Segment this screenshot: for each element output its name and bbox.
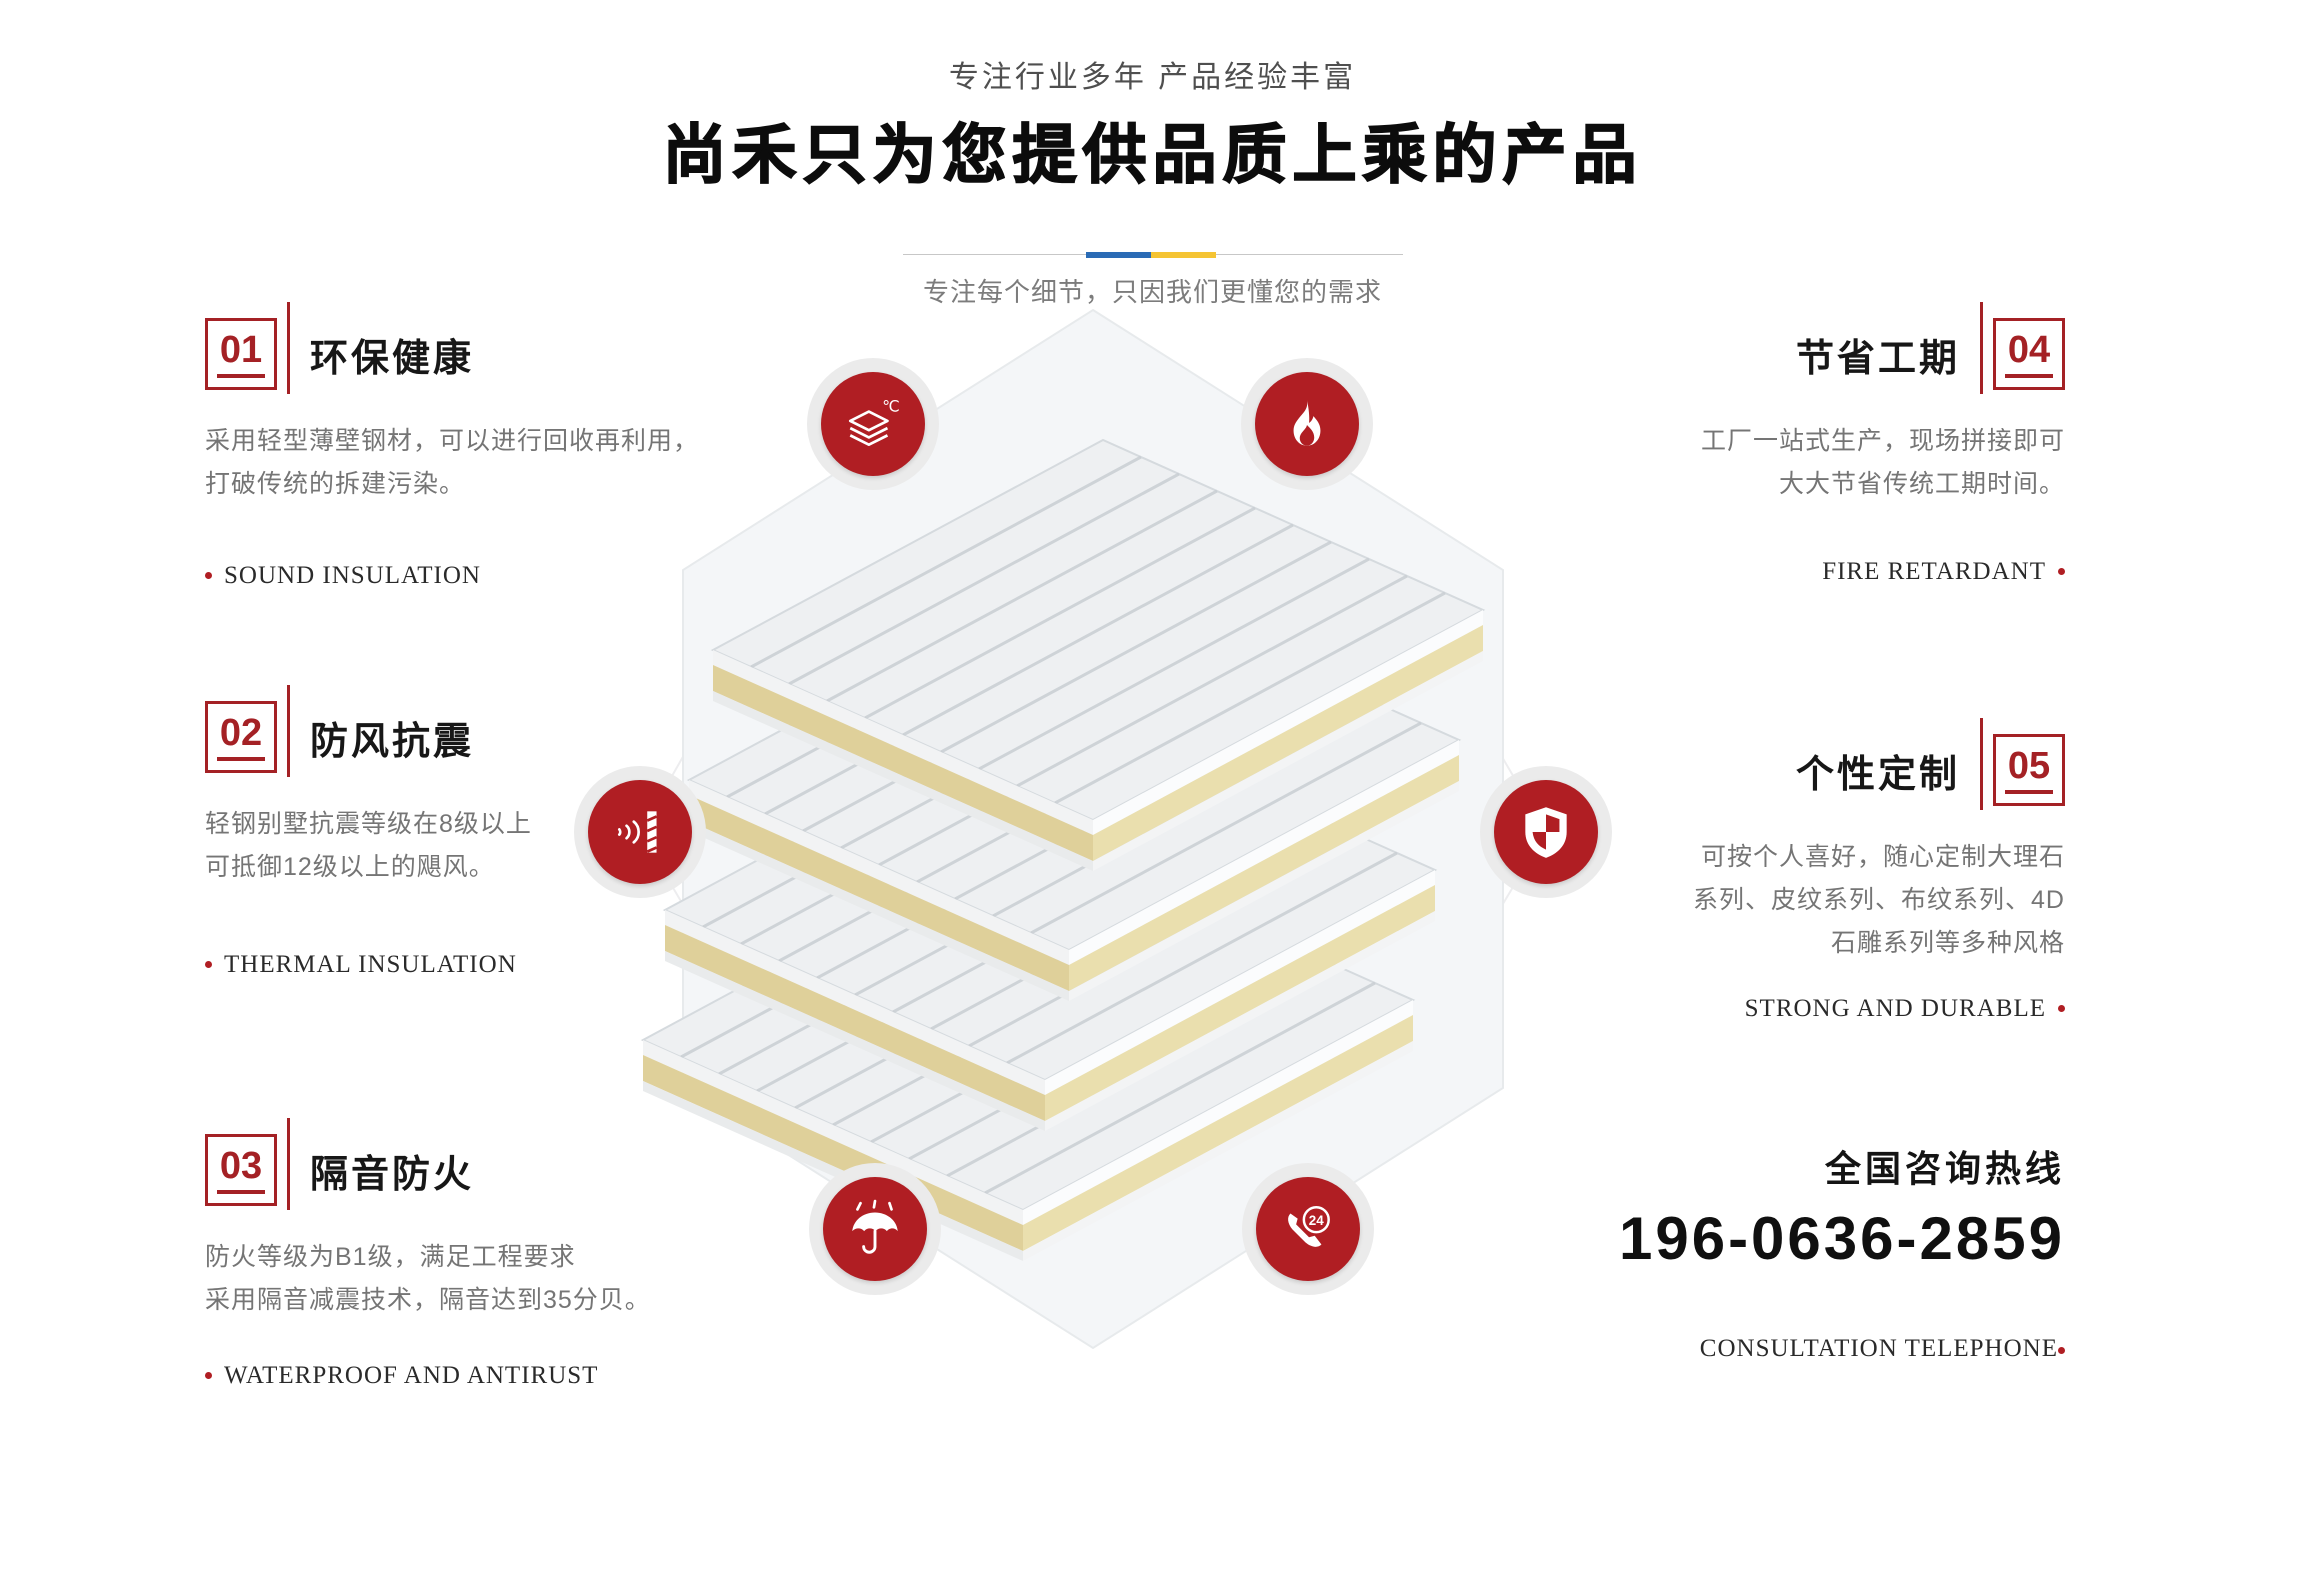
tag-dot-icon xyxy=(205,571,212,579)
feature-wind-quake: 02 防风抗震 轻钢别墅抗震等级在8级以上 可抵御12级以上的飓风。 THERM… xyxy=(205,685,765,979)
desc-line: 采用轻型薄壁钢材，可以进行回收再利用， xyxy=(205,427,700,455)
accent-line xyxy=(287,685,290,777)
desc-line: 大大节省传统工期时间。 xyxy=(1778,470,2065,498)
divider-blue-segment xyxy=(1085,252,1151,258)
desc-line: 系列、皮纹系列、布纹系列、4D xyxy=(1693,886,2065,914)
desc-line: 防火等级为B1级，满足工程要求 xyxy=(205,1243,576,1271)
desc-line: 工厂一站式生产，现场拼接即可 xyxy=(1700,427,2065,455)
feature-title: 防风抗震 xyxy=(310,720,475,763)
divider-yellow-segment xyxy=(1150,252,1216,258)
feature-number-badge: 03 xyxy=(205,1134,277,1206)
tag-dot-icon xyxy=(2058,567,2065,575)
feature-number-badge: 02 xyxy=(205,701,277,773)
desc-line: 可抵御12级以上的飓风。 xyxy=(205,853,495,881)
feature-tag: THERMAL INSULATION xyxy=(205,951,765,979)
feature-number: 03 xyxy=(216,1147,266,1194)
feature-description: 防火等级为B1级，满足工程要求 采用隔音减震技术，隔音达到35分贝。 xyxy=(205,1236,765,1322)
thermal-layers-icon: ℃ xyxy=(807,358,939,490)
tag-dot-icon xyxy=(205,960,212,968)
title-divider xyxy=(902,252,1403,258)
feature-number-badge: 04 xyxy=(1993,318,2065,390)
feature-title: 节省工期 xyxy=(1795,337,1960,380)
feature-custom-design: 个性定制 05 可按个人喜好，随心定制大理石 系列、皮纹系列、布纹系列、4D 石… xyxy=(1505,718,2065,1023)
desc-line: 轻钢别墅抗震等级在8级以上 xyxy=(205,810,532,838)
feature-title: 环保健康 xyxy=(310,337,475,380)
feature-tag: STRONG AND DURABLE xyxy=(1505,995,2065,1023)
feature-title: 个性定制 xyxy=(1795,753,1960,796)
feature-description: 采用轻型薄壁钢材，可以进行回收再利用， 打破传统的拆建污染。 xyxy=(205,420,765,506)
flame-icon xyxy=(1241,358,1373,490)
feature-title: 隔音防火 xyxy=(310,1153,475,1196)
svg-text:℃: ℃ xyxy=(882,398,899,416)
icon-circle xyxy=(823,1177,927,1281)
desc-line: 石雕系列等多种风格 xyxy=(1830,929,2065,957)
icon-circle xyxy=(588,780,692,884)
feature-number: 02 xyxy=(216,714,266,761)
hotline-label: 全国咨询热线 xyxy=(1824,1148,2065,1189)
tag-text: CONSULTATION TELEPHONE xyxy=(1699,1335,2058,1362)
tag-text: SOUND INSULATION xyxy=(224,562,481,589)
feature-tag: FIRE RETARDANT xyxy=(1505,558,2065,586)
icon-circle xyxy=(1494,780,1598,884)
seismic-wave-icon xyxy=(574,766,706,898)
feature-eco-health: 01 环保健康 采用轻型薄壁钢材，可以进行回收再利用， 打破传统的拆建污染。 S… xyxy=(205,302,765,590)
desc-line: 采用隔音减震技术，隔音达到35分贝。 xyxy=(205,1286,651,1314)
shield-icon xyxy=(1480,766,1612,898)
feature-number-badge: 01 xyxy=(205,318,277,390)
feature-head: 02 防风抗震 xyxy=(205,685,765,779)
accent-line xyxy=(287,302,290,394)
accent-line xyxy=(1980,718,1983,810)
feature-head: 节省工期 04 xyxy=(1505,302,2065,396)
feature-description: 工厂一站式生产，现场拼接即可 大大节省传统工期时间。 xyxy=(1505,420,2065,506)
feature-description: 可按个人喜好，随心定制大理石 系列、皮纹系列、布纹系列、4D 石雕系列等多种风格 xyxy=(1505,836,2065,965)
feature-head: 个性定制 05 xyxy=(1505,718,2065,812)
desc-line: 打破传统的拆建污染。 xyxy=(205,470,466,498)
feature-save-time: 节省工期 04 工厂一站式生产，现场拼接即可 大大节省传统工期时间。 FIRE … xyxy=(1505,302,2065,586)
feature-number-badge: 05 xyxy=(1993,734,2065,806)
feature-number: 04 xyxy=(2004,331,2054,378)
phone-24-icon: 24 xyxy=(1242,1163,1374,1295)
feature-head: 01 环保健康 xyxy=(205,302,765,396)
accent-line xyxy=(1980,302,1983,394)
contact-tag: CONSULTATION TELEPHONE xyxy=(1425,1335,2065,1363)
feature-head: 03 隔音防火 xyxy=(205,1118,765,1212)
header-subtitle: 专注每个细节，只因我们更懂您的需求 xyxy=(922,277,1382,307)
header-tagline: 专注行业多年 产品经验丰富 xyxy=(948,61,1357,94)
tag-text: FIRE RETARDANT xyxy=(1822,558,2046,585)
svg-text:24: 24 xyxy=(1309,1213,1324,1228)
hotline-phone-number: 196-0636-2859 xyxy=(1618,1205,2065,1272)
icon-circle: 24 xyxy=(1256,1177,1360,1281)
tag-text: STRONG AND DURABLE xyxy=(1744,995,2046,1022)
feature-description: 轻钢别墅抗震等级在8级以上 可抵御12级以上的飓风。 xyxy=(205,803,765,889)
feature-tag: WATERPROOF AND ANTIRUST xyxy=(205,1362,765,1390)
page-title: 尚禾只为您提供品质上乘的产品 xyxy=(662,118,1643,192)
feature-number: 01 xyxy=(216,331,266,378)
icon-circle: ℃ xyxy=(821,372,925,476)
umbrella-rain-icon xyxy=(809,1163,941,1295)
tag-dot-icon xyxy=(2058,1346,2065,1354)
feature-sound-fire: 03 隔音防火 防火等级为B1级，满足工程要求 采用隔音减震技术，隔音达到35分… xyxy=(205,1118,765,1390)
contact-block: 全国咨询热线 196-0636-2859 CONSULTATION TELEPH… xyxy=(1425,1140,2065,1363)
tag-text: WATERPROOF AND ANTIRUST xyxy=(224,1362,599,1389)
tag-text: THERMAL INSULATION xyxy=(224,951,517,978)
tag-dot-icon xyxy=(205,1371,212,1379)
tag-dot-icon xyxy=(2058,1004,2065,1012)
feature-number: 05 xyxy=(2004,747,2054,794)
accent-line xyxy=(287,1118,290,1210)
icon-circle xyxy=(1255,372,1359,476)
desc-line: 可按个人喜好，随心定制大理石 xyxy=(1700,843,2065,871)
feature-tag: SOUND INSULATION xyxy=(205,562,765,590)
